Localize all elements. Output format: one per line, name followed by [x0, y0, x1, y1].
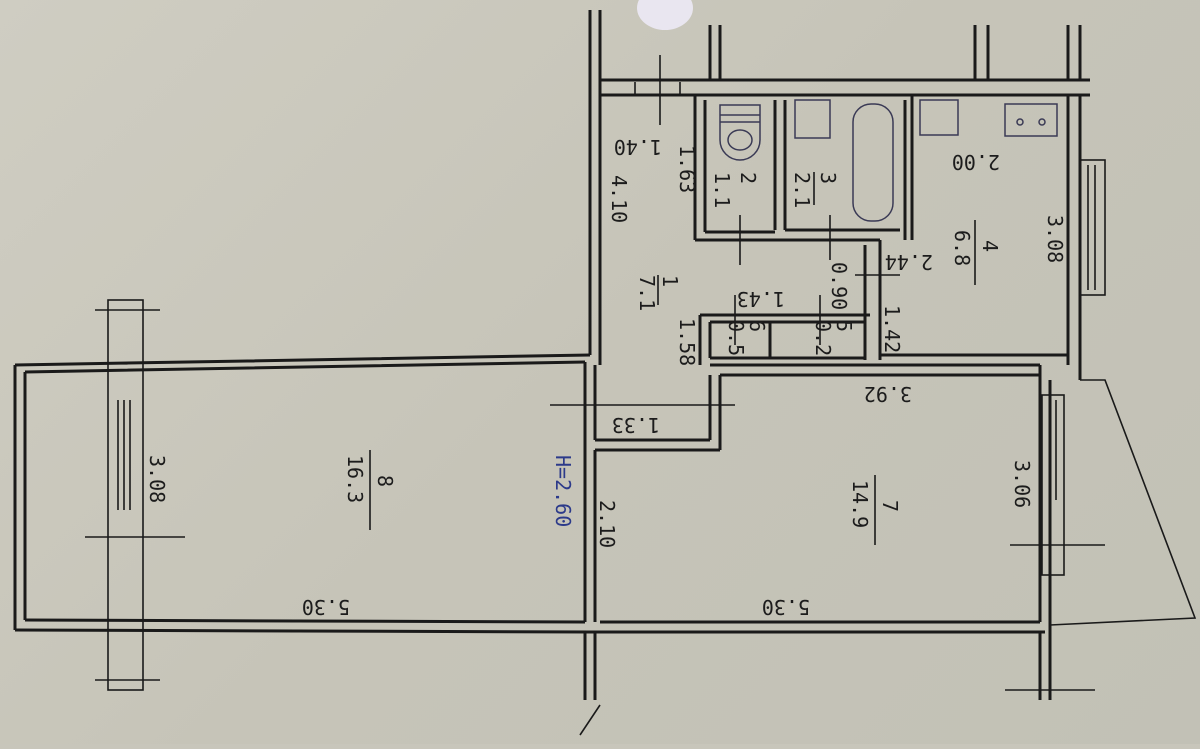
svg-text:7.1: 7.1	[635, 275, 659, 311]
svg-text:3.08: 3.08	[145, 455, 169, 503]
room-2-label: 2 1.1	[710, 172, 760, 208]
room-5-label: 5 0.2	[811, 320, 856, 356]
toilet-icon	[719, 104, 761, 161]
svg-text:2: 2	[736, 172, 760, 184]
svg-text:0.90: 0.90	[827, 262, 851, 310]
svg-text:4: 4	[978, 240, 1002, 252]
svg-text:1.58: 1.58	[675, 318, 699, 366]
svg-text:3.06: 3.06	[1010, 460, 1034, 508]
bathtub-icon	[852, 103, 894, 222]
svg-text:0.2: 0.2	[811, 320, 835, 356]
svg-text:3.92: 3.92	[864, 382, 912, 406]
walls	[13, 10, 1197, 700]
svg-text:1.33: 1.33	[612, 413, 660, 437]
svg-text:1.1: 1.1	[710, 172, 734, 208]
svg-text:1.43: 1.43	[737, 287, 785, 311]
svg-text:2.00: 2.00	[952, 150, 1000, 174]
svg-text:4.10: 4.10	[607, 175, 631, 223]
room-6-label: 6 0.5	[724, 320, 769, 356]
room-7-label: 7 14.9	[848, 475, 902, 545]
svg-text:5.30: 5.30	[302, 595, 350, 619]
svg-text:5: 5	[832, 320, 856, 332]
sink-icon	[794, 99, 831, 139]
svg-text:1.42: 1.42	[880, 305, 904, 353]
room-8-label: 8 16.3	[343, 450, 397, 530]
svg-text:3: 3	[816, 172, 840, 184]
room-1-label: 1 7.1	[635, 275, 682, 311]
kitchen-sink-icon	[919, 99, 959, 136]
svg-text:8: 8	[373, 475, 397, 487]
dimension-labels: 3.08 5.30 5.30 3.06 3.92 2.10 1.33 1.58 …	[145, 135, 1067, 619]
svg-text:2.10: 2.10	[595, 500, 619, 548]
svg-text:5.30: 5.30	[762, 595, 810, 619]
fixtures	[719, 99, 1058, 345]
windows	[85, 55, 1106, 736]
svg-text:1.63: 1.63	[675, 145, 699, 193]
svg-text:7: 7	[878, 500, 902, 512]
ceiling-height-label: H=2.60	[551, 455, 575, 527]
svg-text:2.44: 2.44	[885, 250, 933, 274]
svg-text:0.5: 0.5	[724, 320, 748, 356]
svg-text:14.9: 14.9	[848, 480, 872, 528]
svg-text:2.1: 2.1	[790, 172, 814, 208]
svg-text:3.08: 3.08	[1043, 215, 1067, 263]
svg-text:1.40: 1.40	[614, 135, 662, 159]
svg-text:6.8: 6.8	[950, 230, 974, 266]
redaction-blob	[637, 0, 693, 30]
room-4-label: 4 6.8	[950, 220, 1002, 285]
room-3-label: 3 2.1	[790, 172, 840, 208]
stove-icon	[1004, 103, 1058, 137]
svg-text:16.3: 16.3	[343, 455, 367, 503]
svg-text:6: 6	[745, 320, 769, 332]
svg-text:1: 1	[658, 275, 682, 287]
